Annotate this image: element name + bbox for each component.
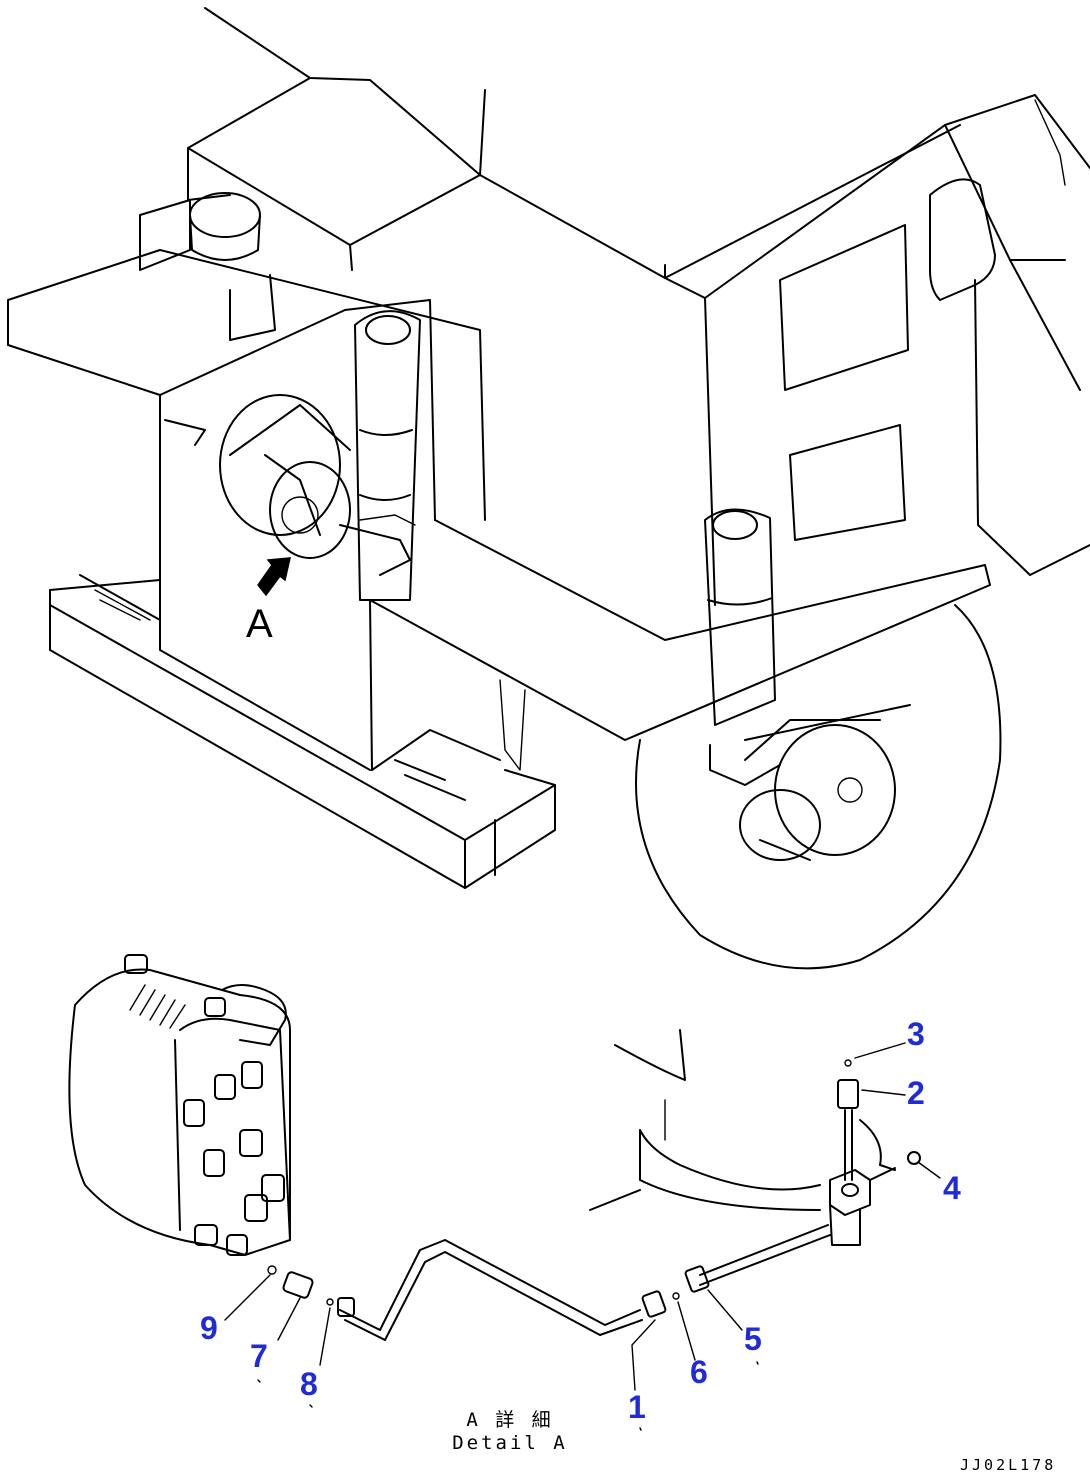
view-label-a: A bbox=[246, 602, 273, 646]
callout-5: 5 bbox=[744, 1321, 762, 1357]
detail-a-drawing bbox=[68, 954, 941, 1431]
callout-4: 4 bbox=[943, 1170, 961, 1206]
brake-drum-right bbox=[739, 719, 896, 861]
view-arrow-icon bbox=[257, 557, 291, 597]
callout-8: 8 bbox=[300, 1366, 318, 1402]
drawing-number: JJ02L178 bbox=[960, 1456, 1057, 1474]
callout-9: 9 bbox=[200, 1310, 218, 1346]
sensor-bracket bbox=[829, 1059, 921, 1246]
callout-3: 3 bbox=[907, 1016, 925, 1052]
callout-7: 7 bbox=[250, 1338, 268, 1374]
detail-caption-en: Detail A bbox=[452, 1432, 568, 1454]
detail-caption-jp: A 詳 細 bbox=[466, 1409, 554, 1431]
callout-1: 1 bbox=[628, 1389, 646, 1425]
machine-overview bbox=[7, 7, 1090, 970]
detail-caption: A 詳 細 Detail A bbox=[440, 1405, 580, 1454]
callout-6: 6 bbox=[690, 1354, 708, 1390]
callout-2: 2 bbox=[907, 1075, 925, 1111]
brake-drum-left bbox=[219, 394, 416, 576]
